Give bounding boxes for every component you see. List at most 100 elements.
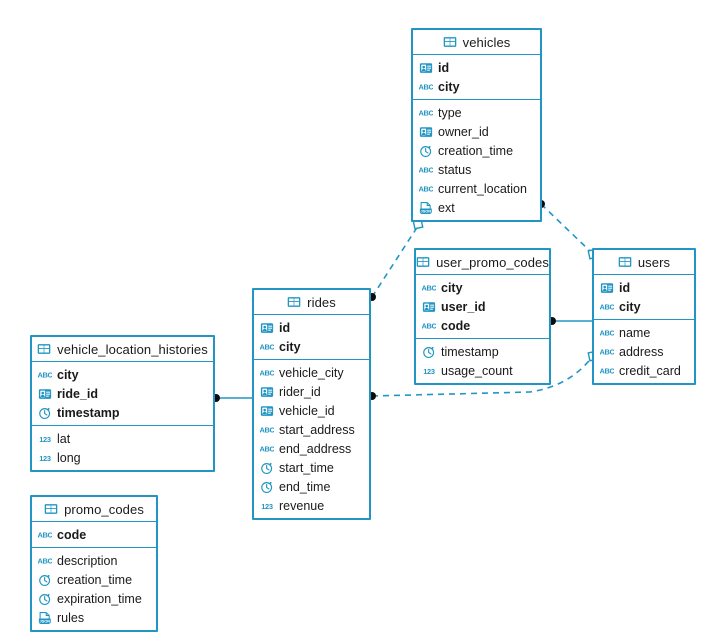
table-header-rides[interactable]: rides bbox=[254, 290, 369, 315]
table-icon bbox=[37, 342, 51, 356]
clock-icon bbox=[422, 345, 436, 359]
column-row[interactable]: ABC city bbox=[254, 337, 369, 356]
svg-text:ABC: ABC bbox=[419, 108, 433, 117]
table-icon bbox=[618, 255, 632, 269]
column-row[interactable]: start_time bbox=[254, 458, 369, 477]
table-header-user_promo_codes[interactable]: user_promo_codes bbox=[416, 250, 549, 275]
uuid-icon bbox=[419, 61, 433, 75]
clock-icon bbox=[419, 144, 433, 158]
column-name: code bbox=[57, 527, 87, 542]
column-name: description bbox=[57, 553, 118, 568]
clock-icon bbox=[38, 406, 52, 420]
column-name: end_time bbox=[279, 479, 331, 494]
svg-text:123: 123 bbox=[423, 367, 435, 376]
table-title: vehicles bbox=[462, 34, 511, 50]
column-row[interactable]: creation_time bbox=[32, 570, 156, 589]
column-name: status bbox=[438, 162, 472, 177]
abc-icon: ABC bbox=[38, 528, 52, 542]
abc-icon: ABC bbox=[260, 366, 274, 380]
column-row[interactable]: expiration_time bbox=[32, 589, 156, 608]
column-row[interactable]: ABC code bbox=[32, 525, 156, 544]
svg-text:JSON: JSON bbox=[421, 208, 432, 213]
column-name: city bbox=[57, 367, 79, 382]
column-row[interactable]: user_id bbox=[416, 297, 549, 316]
abc-icon: ABC bbox=[38, 368, 52, 382]
column-name: credit_card bbox=[619, 363, 681, 378]
column-name: city bbox=[279, 339, 301, 354]
column-name: city bbox=[441, 280, 463, 295]
abc-icon: ABC bbox=[600, 345, 614, 359]
abc-icon: ABC bbox=[419, 106, 433, 120]
column-name: rider_id bbox=[279, 384, 321, 399]
column-row[interactable]: ABC city bbox=[32, 365, 213, 384]
column-row[interactable]: id bbox=[594, 278, 694, 297]
svg-text:ABC: ABC bbox=[419, 165, 433, 174]
column-name: id bbox=[279, 320, 291, 335]
abc-icon: ABC bbox=[260, 340, 274, 354]
table-header-vehicle_location_histories[interactable]: vehicle_location_histories bbox=[32, 337, 213, 362]
uuid-icon bbox=[260, 385, 274, 399]
column-row[interactable]: ABC description bbox=[32, 551, 156, 570]
column-row[interactable]: timestamp bbox=[416, 342, 549, 361]
column-row[interactable]: JSON rules bbox=[32, 608, 156, 627]
svg-text:JSON: JSON bbox=[40, 618, 51, 623]
column-row[interactable]: owner_id bbox=[413, 122, 540, 141]
uuid-icon bbox=[422, 300, 436, 314]
column-name: rules bbox=[57, 610, 85, 625]
column-name: vehicle_id bbox=[279, 403, 335, 418]
column-name: revenue bbox=[279, 498, 325, 513]
column-row[interactable]: end_time bbox=[254, 477, 369, 496]
column-row[interactable]: ride_id bbox=[32, 384, 213, 403]
column-row[interactable]: id bbox=[254, 318, 369, 337]
abc-icon: ABC bbox=[38, 554, 52, 568]
table-header-users[interactable]: users bbox=[594, 250, 694, 275]
table-icon bbox=[287, 295, 301, 309]
column-row[interactable]: ABC status bbox=[413, 160, 540, 179]
table-header-promo_codes[interactable]: promo_codes bbox=[32, 497, 156, 522]
number-icon: 123 bbox=[422, 364, 436, 378]
uuid-icon bbox=[260, 404, 274, 418]
clock-icon bbox=[260, 461, 274, 475]
column-name: start_address bbox=[279, 422, 355, 437]
column-row[interactable]: creation_time bbox=[413, 141, 540, 160]
column-row[interactable]: id bbox=[413, 58, 540, 77]
column-row[interactable]: rider_id bbox=[254, 382, 369, 401]
number-icon: 123 bbox=[38, 432, 52, 446]
table-header-vehicles[interactable]: vehicles bbox=[413, 30, 540, 55]
svg-text:ABC: ABC bbox=[419, 184, 433, 193]
column-row[interactable]: timestamp bbox=[32, 403, 213, 422]
svg-text:ABC: ABC bbox=[260, 342, 274, 351]
clock-icon bbox=[38, 573, 52, 587]
column-row[interactable]: vehicle_id bbox=[254, 401, 369, 420]
table-title: users bbox=[637, 254, 671, 270]
column-name: start_time bbox=[279, 460, 334, 475]
uuid-icon bbox=[419, 125, 433, 139]
